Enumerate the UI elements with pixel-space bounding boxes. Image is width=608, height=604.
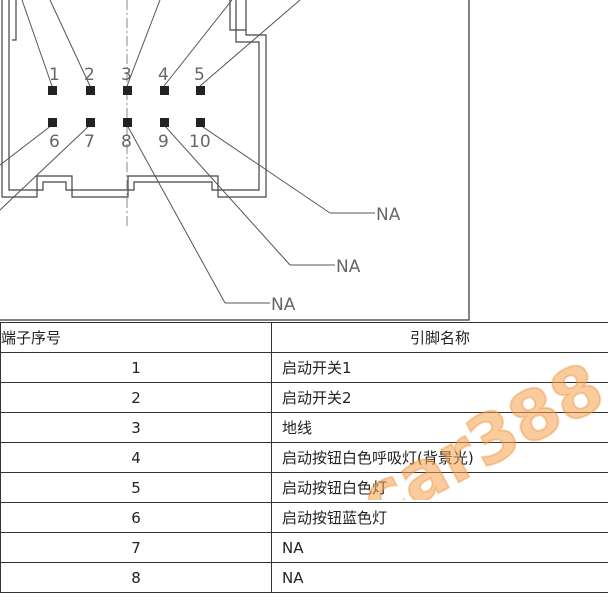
pin-name-cell: NA	[271, 562, 608, 593]
pin-name-cell: 启动按钮白色灯	[271, 472, 608, 503]
table-row: 7 NA	[0, 532, 608, 563]
pin-table: 端子序号 引脚名称 1 启动开关1 2 启动开关2 3 地线 4 启动按钮白色呼…	[0, 322, 608, 593]
pin-8	[123, 118, 132, 127]
diagram-frame	[0, 0, 470, 321]
pin-number-cell: 2	[0, 382, 272, 413]
pin-label-9: 9	[158, 132, 169, 152]
pin-name-cell: NA	[271, 532, 608, 563]
table-row: 8 NA	[0, 562, 608, 593]
pin-9	[160, 118, 169, 127]
pin-name-cell: 启动按钮蓝色灯	[271, 502, 608, 533]
pin-4	[160, 86, 169, 95]
table-header-row: 端子序号 引脚名称	[0, 322, 608, 353]
table-row: 1 启动开关1	[0, 352, 608, 383]
table-row: 2 启动开关2	[0, 382, 608, 413]
pin-10	[196, 118, 205, 127]
na-label-8: NA	[271, 295, 296, 315]
table-row: 3 地线	[0, 412, 608, 443]
pin-name-cell: 启动开关2	[271, 382, 608, 413]
pin-label-2: 2	[84, 65, 95, 85]
pin-number-cell: 1	[0, 352, 272, 383]
connector-diagram: 1 2 3 4 5 6 7 8 9 10 NA NA NA	[0, 0, 470, 321]
table-row: 5 启动按钮白色灯	[0, 472, 608, 503]
pin-number-cell: 3	[0, 412, 272, 443]
table-row: 4 启动按钮白色呼吸灯(背景光)	[0, 442, 608, 473]
pin-3	[123, 86, 132, 95]
table-row: 6 启动按钮蓝色灯	[0, 502, 608, 533]
leader-lines	[0, 0, 375, 304]
header-pin-number: 端子序号	[0, 322, 272, 353]
pins-bottom-row	[48, 118, 205, 127]
header-pin-name: 引脚名称	[271, 322, 608, 353]
pin-6	[48, 118, 57, 127]
connector-housing	[1, 0, 267, 198]
pin-number-cell: 6	[0, 502, 272, 533]
pin-label-5: 5	[194, 65, 205, 85]
pin-label-10: 10	[189, 132, 211, 152]
pin-label-1: 1	[49, 65, 60, 85]
na-label-10: NA	[376, 205, 401, 225]
pin-name-cell: 启动开关1	[271, 352, 608, 383]
pin-name-cell: 启动按钮白色呼吸灯(背景光)	[271, 442, 608, 473]
pin-label-4: 4	[158, 65, 169, 85]
pin-2	[86, 86, 95, 95]
pin-label-3: 3	[121, 65, 132, 85]
pin-label-6: 6	[49, 132, 60, 152]
pin-label-7: 7	[84, 132, 95, 152]
pin-label-8: 8	[121, 132, 132, 152]
pin-number-cell: 4	[0, 442, 272, 473]
pins-top-row	[48, 86, 205, 95]
pin-number-cell: 8	[0, 562, 272, 593]
pin-1	[48, 86, 57, 95]
na-label-9: NA	[336, 257, 361, 277]
pin-number-cell: 5	[0, 472, 272, 503]
pin-5	[196, 86, 205, 95]
pin-7	[86, 118, 95, 127]
pin-number-cell: 7	[0, 532, 272, 563]
pin-name-cell: 地线	[271, 412, 608, 443]
